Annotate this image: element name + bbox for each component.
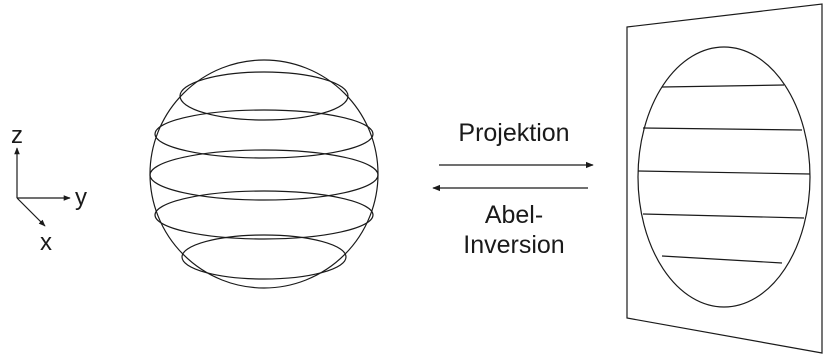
x-axis-line (16, 197, 46, 227)
sphere-outline (149, 59, 379, 289)
sphere-ring (154, 190, 374, 240)
sphere-ring (179, 71, 349, 121)
z-axis-label: z (11, 122, 23, 149)
projected-line (661, 84, 785, 88)
inversion-label-line2: Inversion (463, 231, 564, 259)
sphere (149, 59, 379, 289)
x-axis-label: x (40, 229, 52, 256)
projected-line (637, 170, 811, 175)
coordinate-axes: z y x (11, 122, 87, 256)
y-axis-label: y (75, 184, 87, 211)
projection-screen (626, 3, 823, 354)
inversion-label-line1: Abel- (485, 201, 543, 229)
projected-disk (637, 46, 811, 308)
sphere-ring (154, 109, 374, 159)
sphere-ring (149, 149, 379, 201)
projection-label: Projektion (458, 119, 569, 147)
projected-line (661, 255, 783, 264)
sphere-ring (181, 234, 347, 280)
projected-line (642, 213, 805, 219)
projected-line (642, 127, 803, 131)
screen-plane (626, 3, 823, 354)
transform-arrows: Projektion Abel- Inversion (432, 119, 594, 259)
